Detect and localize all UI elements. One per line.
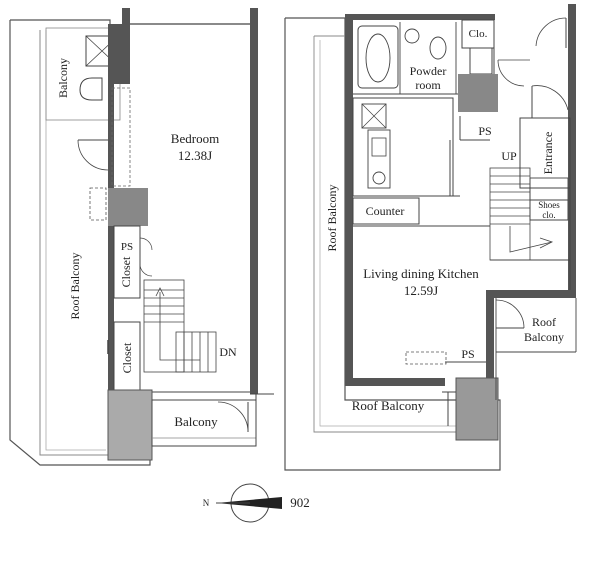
compass (216, 483, 282, 523)
roof-balcony-small-label-1: Roof (532, 315, 556, 329)
left-unit (9, 8, 274, 466)
balcony-top-label: Balcony (56, 58, 70, 98)
roof-balcony-left-label: Roof Balcony (68, 253, 82, 320)
shoes-label-2: clo. (542, 210, 555, 220)
closet-lower-label: Closet (120, 342, 134, 373)
ps-bottom-label: PS (461, 347, 474, 361)
bedroom-wall-right (250, 24, 258, 394)
ldk-name: Living dining Kitchen (363, 266, 479, 281)
shoes-closet (529, 199, 569, 221)
ldk-wall-left (345, 14, 353, 386)
counter-label: Counter (366, 204, 405, 218)
ps-pillar (456, 378, 498, 440)
left-stairs-label: DN (219, 345, 237, 359)
shoes-label-1: Shoes (538, 200, 560, 210)
up-label: UP (501, 149, 517, 163)
bathtub (357, 25, 399, 89)
labels: Bedroom 12.38J Balcony Roof Balcony Clos… (56, 28, 564, 510)
counter (352, 197, 420, 225)
ps-left-label: PS (121, 241, 133, 253)
bedroom-name: Bedroom (171, 131, 219, 146)
powder-room-label-2: room (415, 78, 441, 92)
entrance-label: Entrance (541, 132, 555, 175)
powder-room-label-1: Powder (410, 64, 447, 78)
bedroom-wall-left (108, 24, 130, 84)
roof-balcony-bottom-label: Roof Balcony (352, 398, 425, 413)
compass-id-label: 902 (290, 495, 310, 510)
bedroom-wall-top (122, 8, 130, 26)
right-unit (284, 4, 577, 471)
left-stairs (143, 279, 217, 373)
compass-north-label: N (203, 498, 210, 508)
ps-top-label: PS (478, 124, 491, 138)
balcony-bottom-label: Balcony (174, 414, 218, 429)
closet-upper-label: Closet (119, 256, 133, 287)
closet-right-label: Clo. (469, 28, 488, 40)
roof-balcony-right-vertical-label: Roof Balcony (325, 185, 339, 252)
left-bottom-wall (108, 390, 152, 460)
roof-balcony-small-label-2: Balcony (524, 330, 564, 344)
ldk-size: 12.59J (404, 283, 438, 298)
bedroom-size: 12.38J (178, 148, 212, 163)
